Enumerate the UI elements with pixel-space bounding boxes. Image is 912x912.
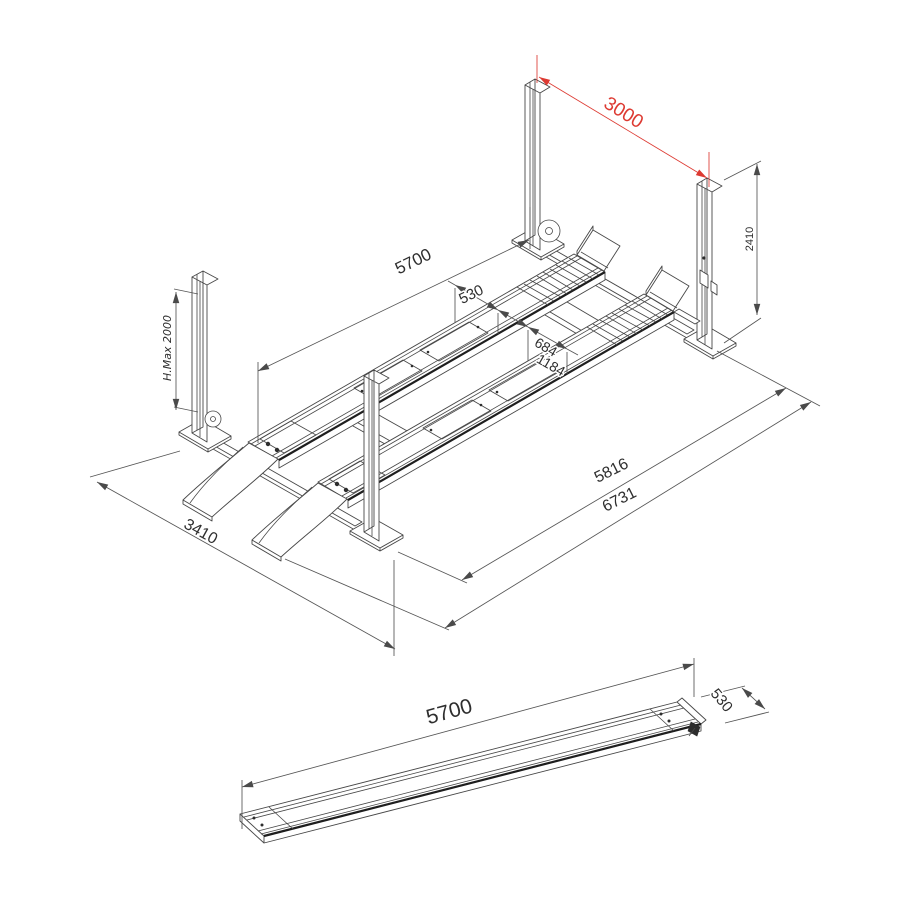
front-left-cable-pulley: [204, 410, 222, 428]
platform-near-edge: [263, 722, 702, 838]
right-wheel-stop-curl: [649, 291, 678, 309]
left-runway-tread-stripes: [516, 257, 600, 306]
platform-length-extensions: [241, 658, 695, 829]
dim-max-lift-height-label: H.Max 2000: [161, 315, 174, 381]
bolt-hole: [334, 481, 340, 487]
front-left-cable-pulley-hub: [210, 416, 216, 422]
dim-overall-width-label: 3410: [181, 516, 220, 548]
right-runway-rear-bracket: [673, 308, 701, 325]
bolt-hole: [429, 428, 433, 432]
bolt-hole: [659, 712, 663, 716]
bolt-hole: [667, 719, 671, 723]
rear-right-post-channel-lines: [701, 181, 706, 345]
left-wheel-stop-curl: [580, 251, 609, 269]
platform-detail-view: 5700 530: [239, 658, 770, 844]
dim-overall-width-line: [96, 481, 396, 650]
bolt-hole: [360, 389, 364, 393]
right-wheel-stop: [645, 265, 690, 312]
bolt-hole: [343, 487, 349, 493]
dim-platform-length-line: [257, 239, 530, 372]
dim-drive-through-extensions: [536, 55, 710, 187]
dim-drive-through-line: [538, 76, 708, 179]
platform-width-extensions: [700, 685, 770, 724]
front-left-post-channel-lines: [196, 274, 201, 437]
dim-runway-span-line: [527, 326, 568, 350]
left-wheel-stop: [576, 225, 621, 272]
dim-runway-gap-line: [497, 309, 529, 328]
platform-width-label: 530: [707, 685, 736, 715]
bolt-hole: [545, 365, 549, 369]
bolt-hole: [265, 441, 271, 447]
platform-width-line: [741, 687, 766, 710]
front-structure: [178, 270, 404, 562]
bolt-hole: [476, 325, 480, 329]
platform-length-line: [241, 663, 695, 788]
dim-platform-width-label: 530: [456, 282, 486, 308]
dim-overall-length-extensions: [284, 350, 821, 631]
dim-overall-length-label: 6731: [600, 484, 640, 515]
right-runway-tread-stripes: [586, 297, 669, 346]
platform-length-label: 5700: [424, 694, 475, 729]
front-left-post: [191, 270, 219, 443]
rear-left-cable-pulley-hub: [545, 227, 553, 235]
dim-column-height-label: 2410: [744, 227, 756, 251]
bolt-hole: [274, 447, 280, 453]
dim-platform-length-extensions: [257, 207, 531, 443]
dim-drive-through-width-label: 3000: [600, 93, 647, 133]
bolt-hole: [410, 364, 414, 368]
rear-right-post-knob: [702, 256, 706, 260]
dim-base-frame-length-label: 5816: [592, 455, 632, 486]
rear-right-post-latch-boxes: [699, 269, 718, 296]
bolt-hole: [479, 403, 483, 407]
rear-right-post: [696, 177, 723, 350]
bolt-hole: [260, 823, 264, 827]
bolt-hole: [252, 816, 256, 820]
rear-left-cable-pulley: [537, 219, 561, 243]
dim-base-frame-line: [461, 387, 787, 581]
dim-chain-overruns: [447, 280, 579, 356]
dim-base-frame-extension: [397, 551, 468, 584]
dim-overall-length-line: [444, 401, 812, 629]
bolt-hole: [495, 390, 499, 394]
dim-platform-length-label: 5700: [392, 245, 434, 279]
dim-platform-width-line: [454, 284, 499, 311]
bolt-hole: [426, 350, 430, 354]
